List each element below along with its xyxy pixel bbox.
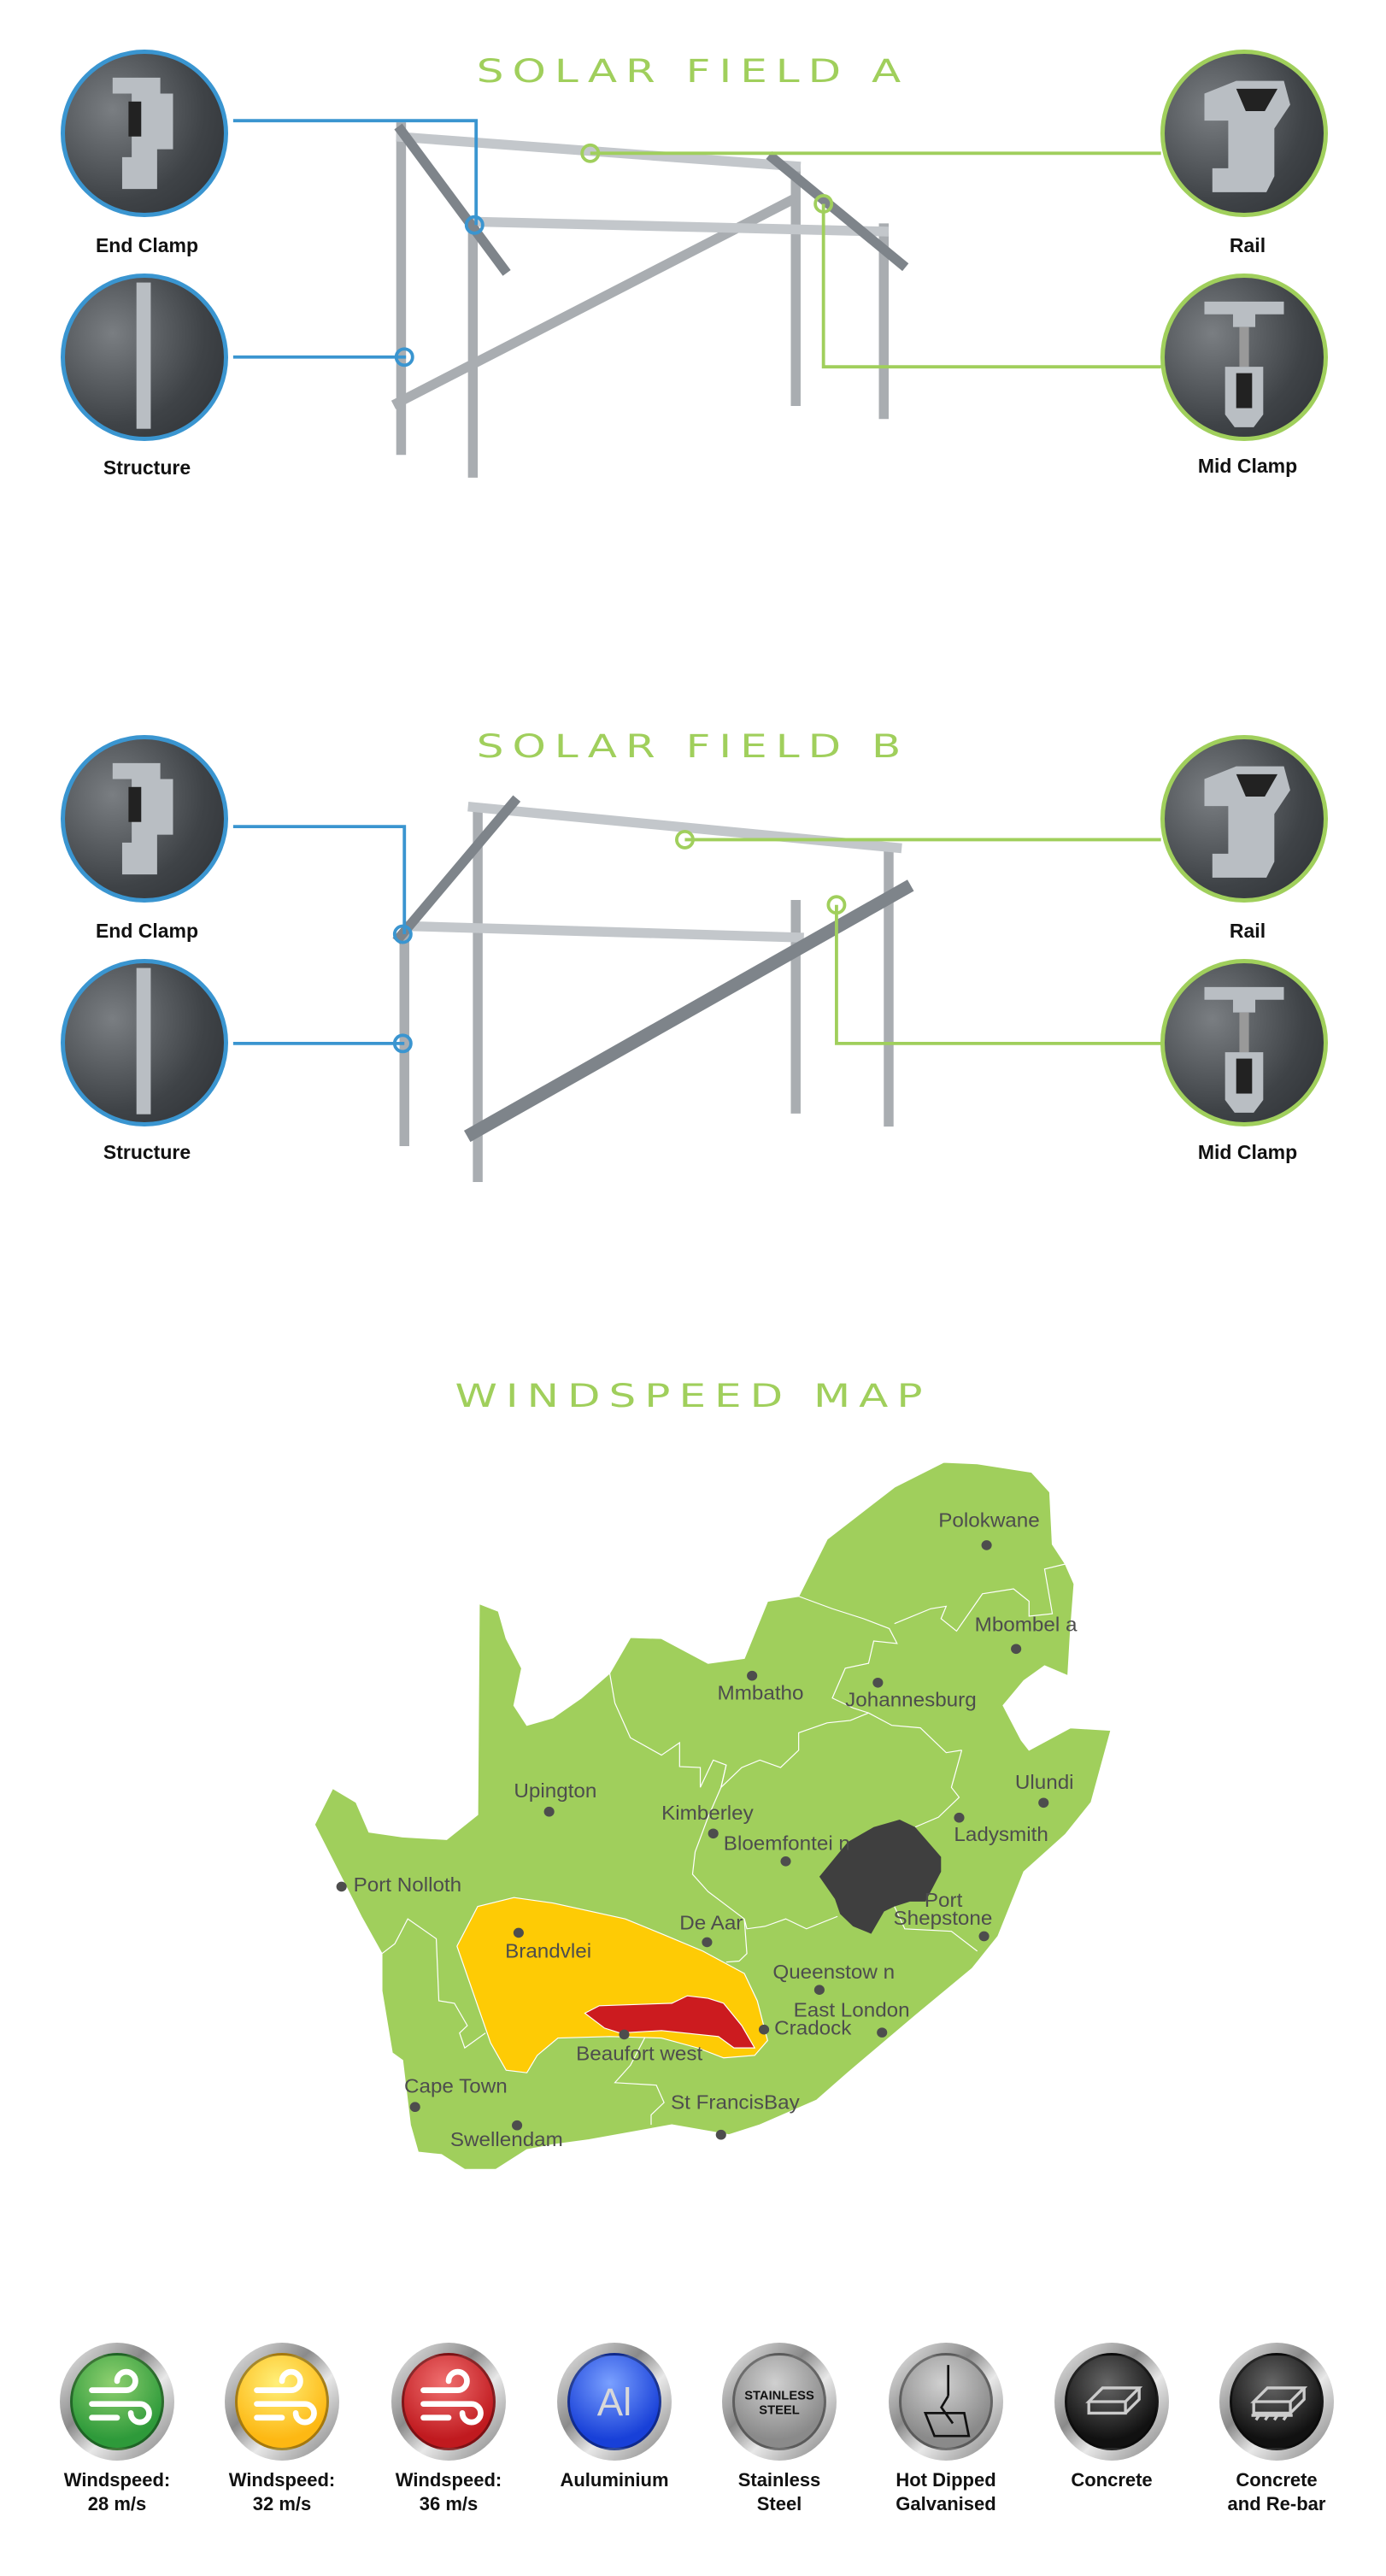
city-dots bbox=[336, 1540, 1049, 2140]
legend-label: Concrete bbox=[1035, 2468, 1189, 2492]
aluminium-symbol: Al bbox=[597, 2380, 632, 2424]
mid-clamp-label: Mid Clamp bbox=[1197, 455, 1298, 477]
city-label: Port Nolloth bbox=[354, 1875, 462, 1897]
legend-line2: Steel bbox=[756, 2493, 802, 2514]
rail-label: Rail bbox=[1229, 234, 1266, 256]
city-label: Shepstone bbox=[894, 1908, 993, 1930]
end-clamp-image-b bbox=[61, 735, 228, 903]
legend-line1: Windspeed: bbox=[228, 2469, 336, 2491]
city-label: East London bbox=[794, 2000, 910, 2021]
concrete-icon bbox=[1085, 2386, 1143, 2415]
structure-label: Structure bbox=[103, 456, 191, 479]
windspeed-36-badge bbox=[391, 2343, 506, 2461]
rail-image-b bbox=[1160, 735, 1328, 903]
structure-icon bbox=[136, 282, 151, 429]
structure-image-b bbox=[61, 959, 228, 1126]
legend-line1: Auluminium bbox=[560, 2469, 669, 2491]
city-label: De Aar bbox=[679, 1913, 743, 1934]
wind-icon bbox=[89, 2368, 152, 2426]
end-clamp-label-b: End Clamp bbox=[95, 920, 199, 942]
lesotho bbox=[819, 1820, 942, 1934]
legend-line1: Windspeed: bbox=[395, 2469, 502, 2491]
concrete-rebar-badge bbox=[1219, 2343, 1334, 2461]
end-clamp-image bbox=[61, 50, 228, 217]
aluminium-badge: Al bbox=[557, 2343, 672, 2461]
end-clamp-icon bbox=[112, 762, 173, 875]
legend-line2: and Re-bar bbox=[1227, 2493, 1326, 2514]
wind-icon bbox=[254, 2368, 317, 2426]
concrete-badge bbox=[1054, 2343, 1169, 2461]
city-label: Ladysmith bbox=[954, 1824, 1048, 1845]
legend-line2: 28 m/s bbox=[87, 2493, 147, 2514]
legend-line1: Windspeed: bbox=[63, 2469, 171, 2491]
structure-label-b: Structure bbox=[103, 1141, 191, 1163]
structure-icon bbox=[136, 967, 151, 1115]
mid-clamp-icon bbox=[1204, 986, 1284, 1113]
mid-clamp-image-b bbox=[1160, 959, 1328, 1126]
legend-line2: 32 m/s bbox=[252, 2493, 312, 2514]
end-clamp-icon bbox=[112, 77, 173, 190]
city-label: Mbombel a bbox=[975, 1614, 1078, 1636]
windspeed-map: Polokwane Mbombel a Mmbatho Johannesburg… bbox=[314, 1461, 1111, 2170]
rail-label-b: Rail bbox=[1229, 920, 1266, 942]
hot-dipped-galvanised-badge bbox=[889, 2343, 1003, 2461]
city-label: Queenstow n bbox=[772, 1961, 895, 1983]
legend-label: Windspeed:32 m/s bbox=[205, 2468, 359, 2516]
city-label: Cradock bbox=[774, 2018, 851, 2039]
rail-image bbox=[1160, 50, 1328, 217]
city-label: Port bbox=[925, 1891, 963, 1912]
frame-b-connectors bbox=[232, 825, 1161, 1054]
city-label: Johannesburg bbox=[845, 1690, 977, 1711]
solar-field-b-title: SOLAR FIELD B bbox=[476, 727, 910, 765]
frame-b bbox=[392, 795, 914, 1183]
city-label: Polokwane bbox=[938, 1510, 1039, 1532]
city-label: Bloemfontei n bbox=[724, 1833, 850, 1855]
concrete-rebar-icon bbox=[1250, 2386, 1308, 2421]
legend-label: Auluminium bbox=[537, 2468, 691, 2492]
windspeed-32-badge bbox=[225, 2343, 339, 2461]
city-label: Mmbatho bbox=[718, 1683, 804, 1704]
rail-icon bbox=[1204, 766, 1290, 878]
city-label: Ulundi bbox=[1015, 1772, 1074, 1793]
end-clamp-label: End Clamp bbox=[95, 234, 199, 256]
city-label: Cape Town bbox=[404, 2076, 508, 2097]
city-label: Beaufort west bbox=[576, 2044, 702, 2065]
legend-label: Windspeed:28 m/s bbox=[40, 2468, 194, 2516]
hot-dip-icon bbox=[923, 2365, 971, 2438]
city-label: Kimberley bbox=[661, 1803, 754, 1824]
mid-clamp-image bbox=[1160, 273, 1328, 441]
mid-clamp-label-b: Mid Clamp bbox=[1197, 1141, 1298, 1163]
mid-clamp-icon bbox=[1204, 301, 1284, 427]
legend-line2: 36 m/s bbox=[419, 2493, 479, 2514]
legend-label: Windspeed:36 m/s bbox=[372, 2468, 526, 2516]
windspeed-28-badge bbox=[60, 2343, 174, 2461]
city-label: Upington bbox=[514, 1780, 596, 1802]
legend-line1: Concrete bbox=[1236, 2469, 1318, 2491]
frame-a-connectors bbox=[232, 119, 1161, 369]
legend-line1: Hot Dipped bbox=[896, 2469, 996, 2491]
frame-a bbox=[391, 122, 909, 478]
wind-icon bbox=[420, 2368, 484, 2426]
city-label: St FrancisBay bbox=[671, 2092, 800, 2114]
windspeed-map-title: WINDSPEED MAP bbox=[455, 1377, 931, 1414]
legend-line2: Galvanised bbox=[896, 2493, 996, 2514]
steel-text: STEEL bbox=[759, 2404, 799, 2418]
solar-field-a-title: SOLAR FIELD A bbox=[476, 52, 910, 90]
aluminium-icon: Al bbox=[597, 2380, 632, 2424]
stainless-text: STAINLESS bbox=[744, 2389, 814, 2403]
structure-image bbox=[61, 273, 228, 441]
province-borders bbox=[381, 1563, 1066, 2126]
city-label: Swellendam bbox=[450, 2130, 563, 2151]
rail-icon bbox=[1204, 80, 1290, 192]
legend-line1: Stainless bbox=[737, 2469, 821, 2491]
legend-line1: Concrete bbox=[1071, 2469, 1153, 2491]
city-label: Brandvlei bbox=[505, 1941, 591, 1962]
